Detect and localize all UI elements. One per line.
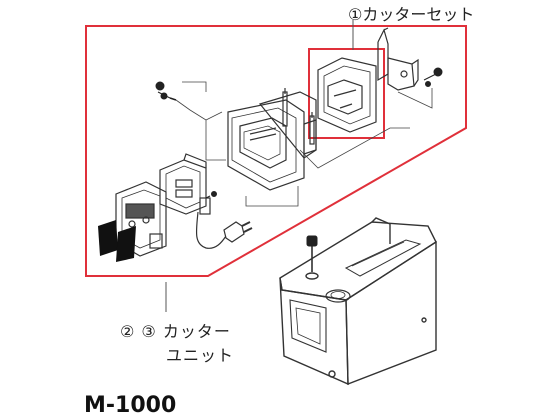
model-name: M-1000 xyxy=(84,393,177,418)
screw-switch xyxy=(205,191,217,199)
assembly-lines xyxy=(175,81,433,207)
cutter-set-highlight xyxy=(308,48,385,139)
cutter-blades xyxy=(98,220,136,262)
cutter-unit-label-line1: ② ③ カッター xyxy=(120,322,231,341)
power-cord-plug xyxy=(195,211,253,249)
machine-knob xyxy=(306,235,318,272)
screw-top-right xyxy=(423,67,443,87)
cutter-set-label: ①カッターセット xyxy=(348,5,475,24)
switch-bracket xyxy=(159,153,211,215)
cutter-unit-frame xyxy=(227,88,317,191)
screw-top-left xyxy=(155,81,177,101)
back-bracket xyxy=(377,27,419,91)
cutter-unit-label-line2: ユニット xyxy=(166,346,235,365)
cutter-set-part xyxy=(309,57,377,145)
cutter-unit-highlight xyxy=(85,25,467,277)
machine-body xyxy=(279,217,437,386)
